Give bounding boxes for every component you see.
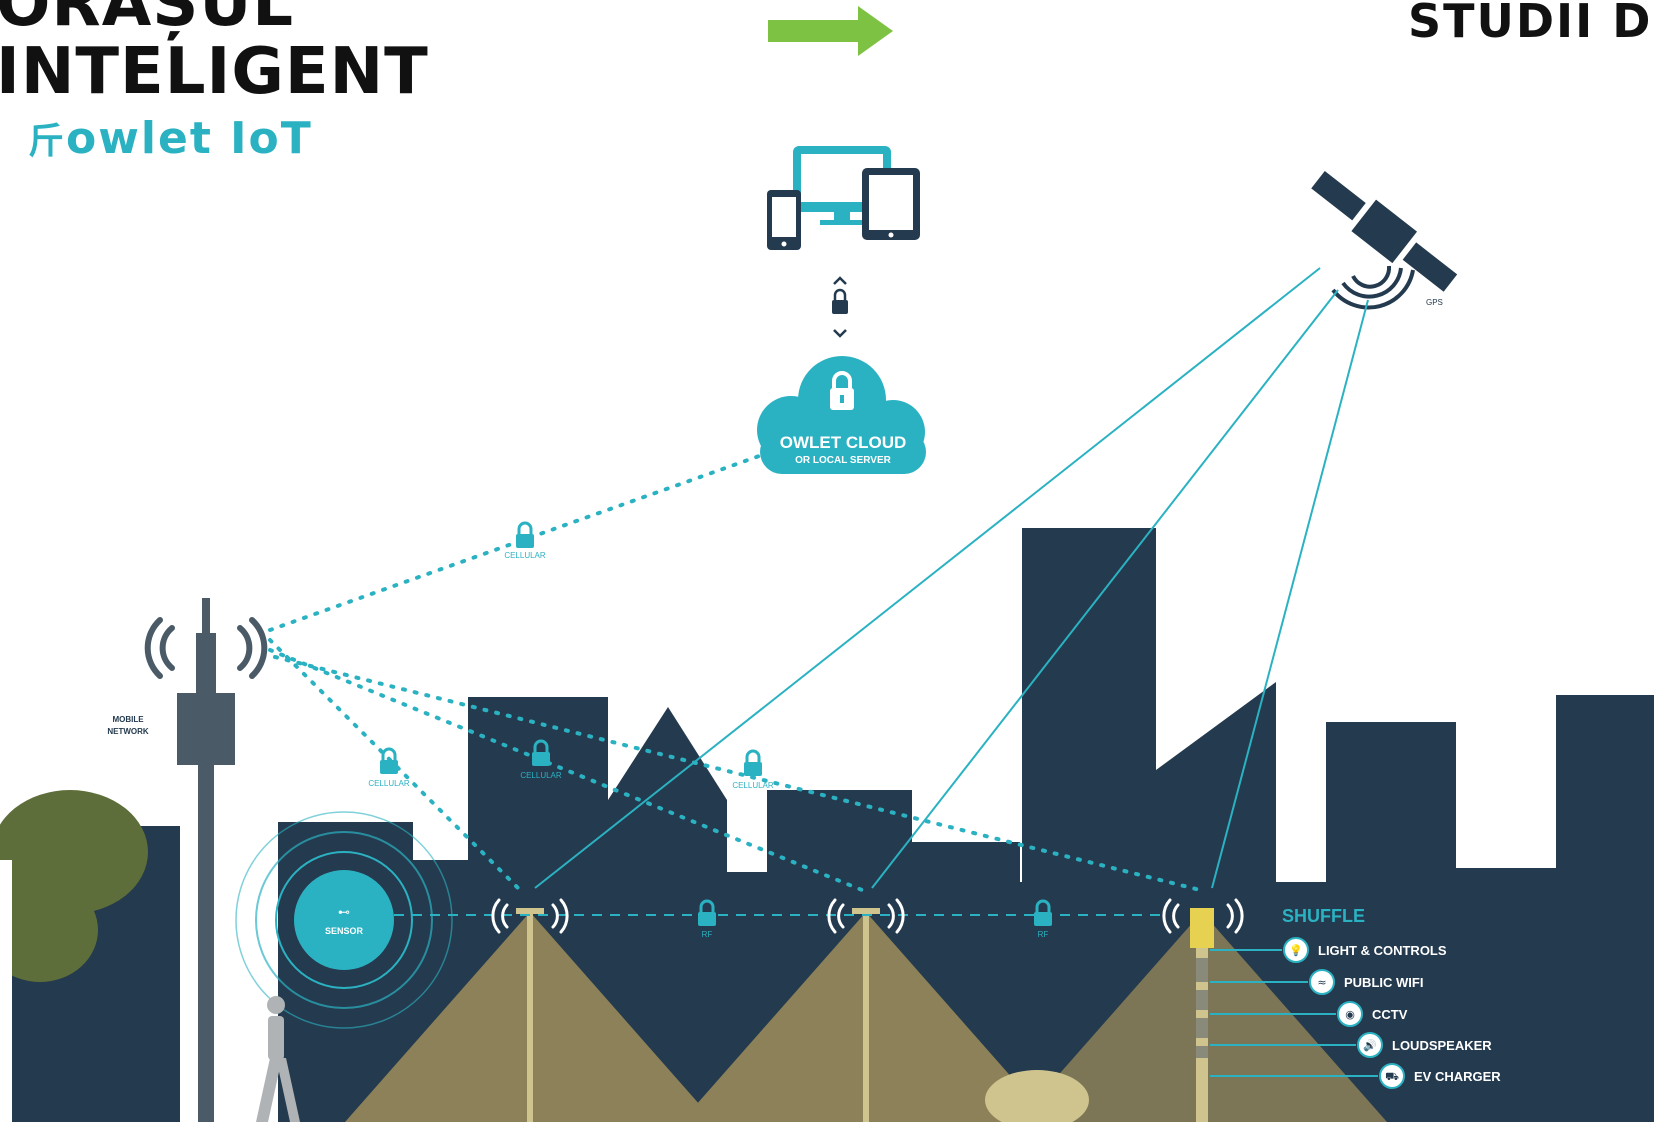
wifi-icon-glyph: ≈	[1317, 976, 1326, 989]
cloud-title: OWLET CLOUD	[780, 433, 907, 452]
gps-links	[534, 267, 1369, 889]
lock-rf-a: RF	[698, 899, 716, 939]
mobile-network-label-2: NETWORK	[107, 727, 149, 736]
car-icon-glyph: ⛟	[1385, 1070, 1399, 1083]
slide-title: ORAȘUL INTELIGENT	[0, 0, 429, 106]
lamp-signal-icons	[491, 898, 1244, 934]
gps-satellite-icon: GPS	[1311, 171, 1458, 310]
tree-icon	[0, 790, 148, 1122]
cellular-links	[268, 453, 1202, 892]
shuffle-feature-label: LOUDSPEAKER	[1392, 1038, 1492, 1053]
tower-signal-icon	[144, 617, 268, 679]
section-heading: STUDII DE	[1408, 0, 1654, 48]
wifi-icon	[1309, 969, 1335, 995]
shuffle-module: SHUFFLE	[1196, 906, 1365, 1058]
slide-title-line1: ORAȘUL	[0, 0, 295, 41]
shuffle-title: SHUFFLE	[1282, 906, 1365, 926]
lock-cellular-top: CELLULAR	[504, 521, 546, 560]
lock-cellular-b: CELLULAR	[520, 739, 562, 780]
cellular-c-label: CELLULAR	[732, 781, 774, 790]
mobile-tower-icon: MOBILE NETWORK	[107, 598, 235, 1122]
eye-icon	[1337, 1001, 1363, 1027]
shuffle-feature-label: LIGHT & CONTROLS	[1318, 943, 1447, 958]
shuffle-feature-label: PUBLIC WIFI	[1344, 975, 1423, 990]
shuffle-feature-list: 💡 LIGHT & CONTROLS ≈ PUBLIC WIFI ◉ CCTV 🔊 LOUDS…	[1210, 937, 1501, 1089]
speaker-icon	[1357, 1032, 1383, 1058]
sensor-icon: ⊷ SENSOR	[235, 811, 453, 1029]
cellular-a-label: CELLULAR	[368, 779, 410, 788]
green-arrow-icon	[768, 6, 893, 56]
cellular-top-label: CELLULAR	[504, 551, 546, 560]
bulb-icon	[1283, 937, 1309, 963]
bush-icon	[985, 1070, 1089, 1122]
car-icon	[1379, 1063, 1405, 1089]
brand-text: owlet IoT	[66, 113, 313, 164]
eye-icon-glyph: ◉	[1345, 1008, 1355, 1021]
owl-logo-icon: ⽄	[28, 121, 67, 162]
lock-cellular-a: CELLULAR	[368, 747, 410, 788]
rf-a-label: RF	[702, 930, 713, 939]
shuffle-feature-label: CCTV	[1372, 1007, 1408, 1022]
speaker-icon-glyph: 🔊	[1363, 1038, 1377, 1052]
svg-text:⊷: ⊷	[338, 905, 350, 919]
pedestrian-icon	[256, 996, 300, 1122]
lock-rf-b: RF	[1034, 899, 1052, 939]
lock-cellular-c: CELLULAR	[732, 749, 774, 790]
rf-b-label: RF	[1038, 930, 1049, 939]
cloud-subtitle: OR LOCAL SERVER	[795, 455, 892, 466]
shuffle-feature-label: EV CHARGER	[1414, 1069, 1501, 1084]
slide-title-line2: INTELIGENT	[0, 35, 429, 109]
owlet-brand-logo: ⽄owlet IoT	[28, 112, 313, 164]
gps-label: GPS	[1426, 298, 1443, 307]
cellular-b-label: CELLULAR	[520, 771, 562, 780]
sensor-label: SENSOR	[325, 926, 364, 936]
mobile-network-label-1: MOBILE	[112, 715, 144, 724]
bulb-icon-glyph: 💡	[1289, 944, 1303, 957]
owlet-cloud-icon: OWLET CLOUD OR LOCAL SERVER	[757, 356, 926, 474]
secure-link-lock-icon	[832, 276, 848, 338]
devices-icon	[767, 146, 920, 250]
